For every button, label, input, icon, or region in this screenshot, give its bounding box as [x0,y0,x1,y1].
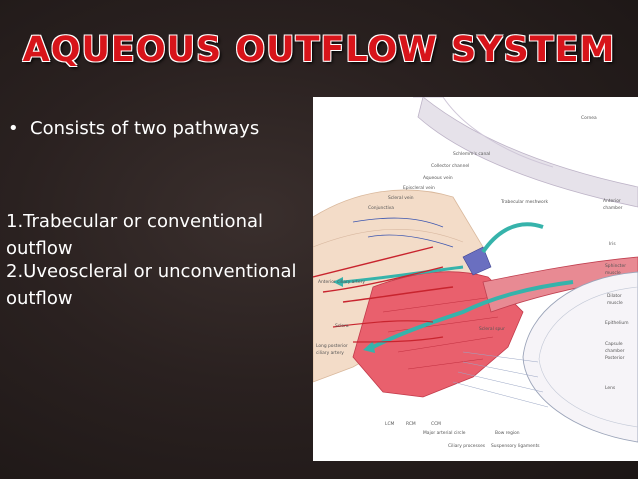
label-epithelium: Epithelium [605,320,629,326]
trabecular-outflow-arrow [481,222,544,254]
label-trabecular-meshwork: Trabecular meshwork [500,199,548,205]
label-major-arterial-circle: Major arterial circle [423,430,466,436]
trabecular-meshwork-shape [462,246,492,276]
label-collector-channel: Collector channel [431,163,469,169]
pathway-item-trabecular: 1.Trabecular or conventional outflow [6,211,264,259]
label-episcleral-vein: Episcleral vein [403,185,435,191]
label-lcm: LCM [385,421,395,427]
label-iris: Iris [609,241,616,247]
bullet-marker: • [8,118,19,139]
label-anterior-chamber-2: chamber [603,205,623,211]
label-cornea: Cornea [581,115,597,121]
suspensory-ligaments-lines [452,351,549,408]
bullet-text: Consists of two pathways [30,118,260,139]
ciliary-muscle-fibers [382,296,499,370]
label-suspensory-ligaments: Suspensory ligaments [491,443,540,449]
label-anterior-ciliary-artery: Anterior ciliary artery [318,279,365,285]
label-dilator-1: Dilator [607,293,622,299]
label-scleral-spur: Scleral spur [479,326,505,332]
diagram-illustration: Cornea Schlemm's canal Collector channel… [313,97,638,449]
label-long-posterior-1: Long posterior [316,343,348,349]
slide-title: AQUEOUS OUTFLOW SYSTEM [22,30,616,70]
bullet-item: • Consists of two pathways [8,116,298,142]
label-aqueous-vein: Aqueous vein [423,175,453,181]
cornea-layer-line [413,97,554,168]
aqueous-outflow-diagram: Cornea Schlemm's canal Collector channel… [313,97,638,461]
label-lens: Lens [605,385,616,391]
label-conjunctiva: Conjunctiva [368,205,394,211]
label-schlemms-canal: Schlemm's canal [453,151,490,157]
label-sphincter-1: Sphincter [605,263,626,269]
label-bow-region: Bow region [495,430,520,436]
arrowhead-1 [333,277,343,287]
label-rcm: RCM [406,421,416,427]
label-long-posterior-2: ciliary artery [316,350,344,356]
lens-layer-line [538,286,638,428]
label-capsule: Capsule [605,341,623,347]
label-scleral-vein: Scleral vein [388,195,414,201]
label-anterior-chamber-1: Anterior [603,198,621,204]
label-chamber: chamber [605,348,625,354]
scleral-outflow-arrow [342,265,464,284]
lens-shape [522,271,638,443]
label-ccm: CCM [431,421,441,427]
label-sphincter-2: muscle [605,270,621,276]
label-ciliary-processes: Ciliary processes [448,443,486,449]
sclera-line [313,229,464,248]
uveoscleral-outflow-arrow [372,280,574,349]
arrowhead-2 [363,341,375,353]
label-posterior: Posterior [605,355,625,361]
pathway-item-uveoscleral: 2.Uveoscleral or unconventional outflow [6,261,297,309]
long-posterior-ciliary-artery-lines [332,320,444,343]
cornea-shape [417,97,638,208]
label-dilator-2: muscle [607,300,623,306]
label-sclera: Sclera [335,323,349,329]
scleral-vein-lines [352,217,454,248]
anterior-ciliary-artery-lines [313,246,454,303]
